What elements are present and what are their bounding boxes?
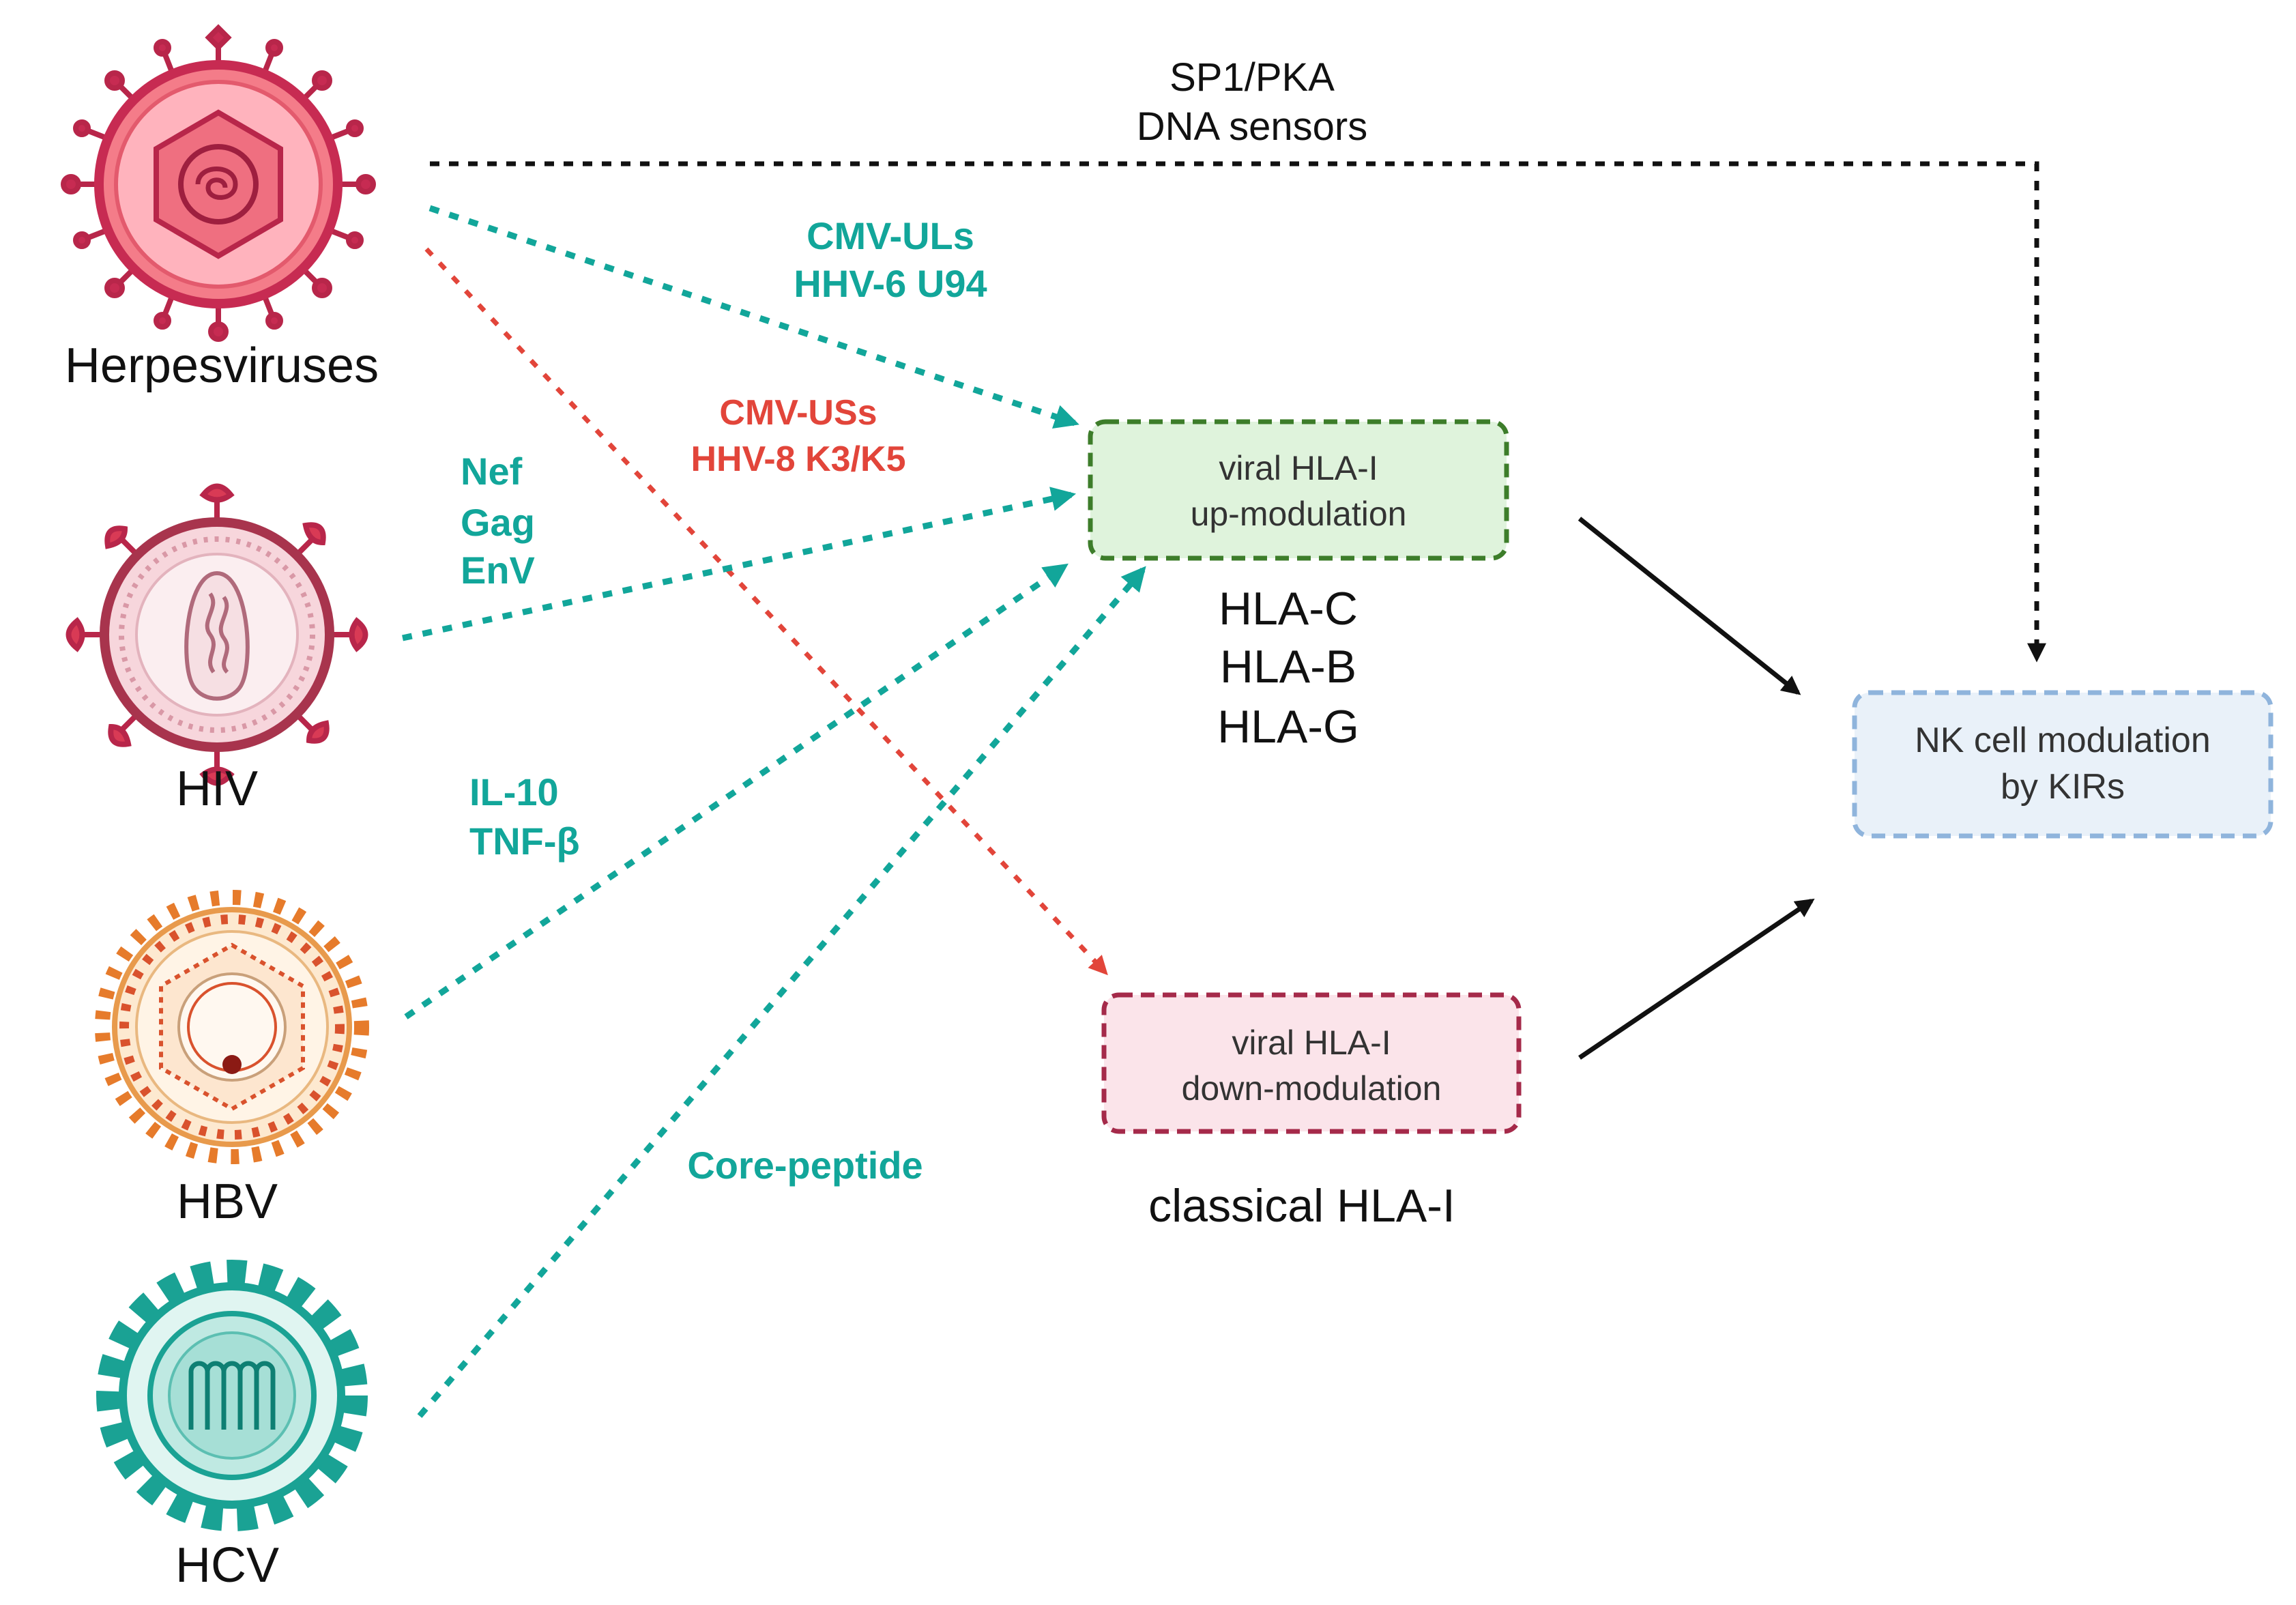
- tnf-beta-label: TNF-β: [469, 820, 580, 863]
- herpesviruses-label: Herpesviruses: [65, 338, 379, 393]
- hhv8-k3k5-label: HHV-8 K3/K5: [691, 439, 906, 479]
- hbv-label: HBV: [177, 1174, 278, 1229]
- downmodulation-line2: down-modulation: [1182, 1069, 1442, 1108]
- hhv6-u94-label: HHV-6 U94: [794, 262, 987, 305]
- cmv-uls-label: CMV-ULs: [806, 214, 974, 257]
- herpes-to-downmodulation-arrow: [424, 247, 1108, 976]
- sp1-pka-pathway-arrow: [430, 161, 2046, 663]
- il10-label: IL-10: [469, 770, 559, 813]
- nk-cell-box: NK cell modulation by KIRs: [1852, 690, 2273, 839]
- core-peptide-label: Core-peptide: [687, 1144, 922, 1187]
- hiv-icon: [66, 483, 368, 786]
- downmodulation-box: viral HLA-I down-modulation: [1101, 992, 1522, 1134]
- upmodulation-line1: viral HLA-I: [1219, 449, 1378, 487]
- hla-g-label: HLA-G: [1217, 701, 1359, 753]
- sp1-pka-label: SP1/PKA: [1169, 55, 1335, 100]
- nk-cell-line2: by KIRs: [2001, 767, 2125, 807]
- classical-hla-label: classical HLA-I: [1148, 1180, 1455, 1232]
- hcv-label: HCV: [175, 1538, 279, 1593]
- upmodulation-line2: up-modulation: [1191, 495, 1407, 533]
- herpesvirus-icon: [61, 24, 376, 342]
- herpes-to-upmodulation-arrow: [428, 205, 1079, 429]
- gag-label: Gag: [461, 501, 535, 544]
- hla-c-label: HLA-C: [1219, 583, 1358, 635]
- upmodulation-to-nk-arrow: [1578, 517, 1801, 695]
- cmv-uss-label: CMV-USs: [719, 393, 877, 433]
- hla-b-label: HLA-B: [1220, 641, 1356, 693]
- nk-cell-line1: NK cell modulation: [1915, 721, 2211, 760]
- dna-sensors-label: DNA sensors: [1137, 104, 1367, 149]
- hiv-label: HIV: [176, 762, 258, 816]
- nef-label: Nef: [461, 450, 523, 493]
- env-label: EnV: [461, 549, 535, 592]
- hcv-icon: [96, 1260, 368, 1531]
- hbv-icon: [95, 890, 369, 1164]
- upmodulation-box: viral HLA-I up-modulation: [1088, 419, 1509, 561]
- downmodulation-line1: viral HLA-I: [1232, 1024, 1391, 1062]
- hcv-to-upmodulation-arrow: [417, 566, 1146, 1418]
- downmodulation-to-nk-arrow: [1578, 898, 1815, 1060]
